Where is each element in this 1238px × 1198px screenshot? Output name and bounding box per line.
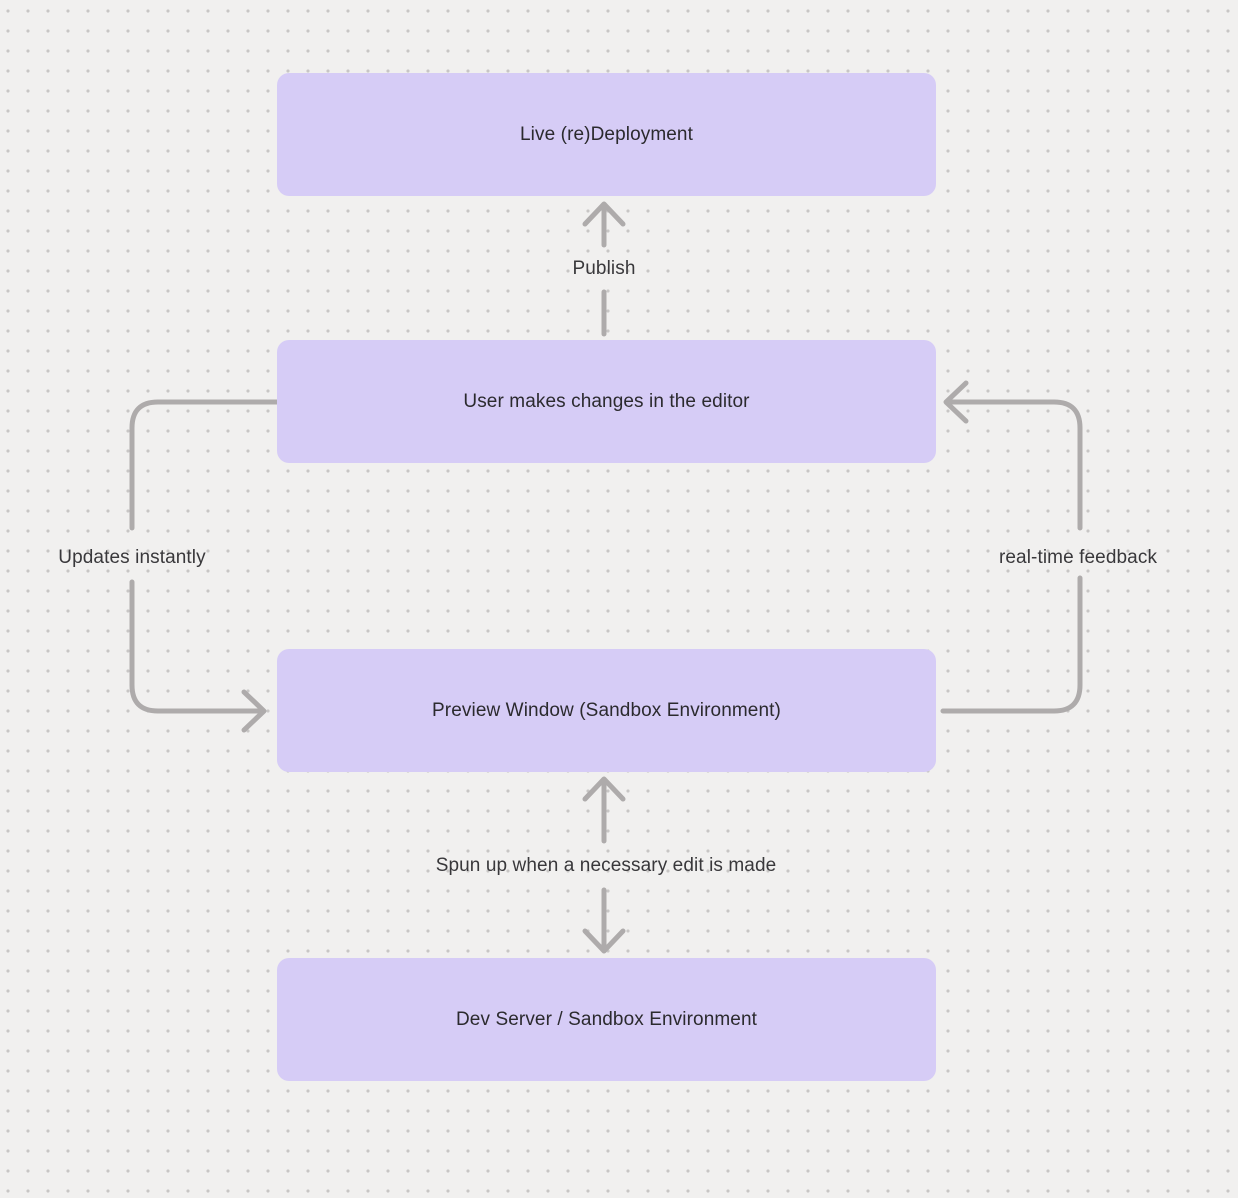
node-label: User makes changes in the editor	[463, 390, 750, 412]
node-user-makes-changes: User makes changes in the editor	[277, 340, 936, 463]
edge-realtime-feedback-upper	[949, 399, 1083, 531]
node-preview-window: Preview Window (Sandbox Environment)	[277, 649, 936, 772]
edge-spunup-arrowhead-down	[582, 928, 626, 954]
node-dev-server: Dev Server / Sandbox Environment	[277, 958, 936, 1081]
edge-label-realtime-feedback: real-time feedback	[998, 547, 1158, 568]
edge-realtime-feedback-arrowhead-left	[943, 380, 969, 424]
node-live-redeployment: Live (re)Deployment	[277, 73, 936, 196]
edge-spunup-arrowhead-up	[582, 776, 626, 802]
node-label: Dev Server / Sandbox Environment	[455, 1008, 757, 1030]
node-label: Preview Window (Sandbox Environment)	[432, 699, 781, 721]
edge-updates-instantly-arrowhead-right	[241, 689, 267, 733]
edge-publish-arrowhead-up	[582, 201, 626, 227]
edge-label-publish: Publish	[572, 258, 636, 279]
edge-realtime-feedback-lower	[940, 575, 1083, 714]
edge-updates-instantly-lower	[129, 579, 261, 714]
edge-updates-instantly-upper	[129, 399, 281, 531]
edge-label-updates-instantly: Updates instantly	[58, 547, 206, 568]
edge-label-spun-up: Spun up when a necessary edit is made	[435, 855, 777, 876]
node-label: Live (re)Deployment	[520, 123, 693, 145]
